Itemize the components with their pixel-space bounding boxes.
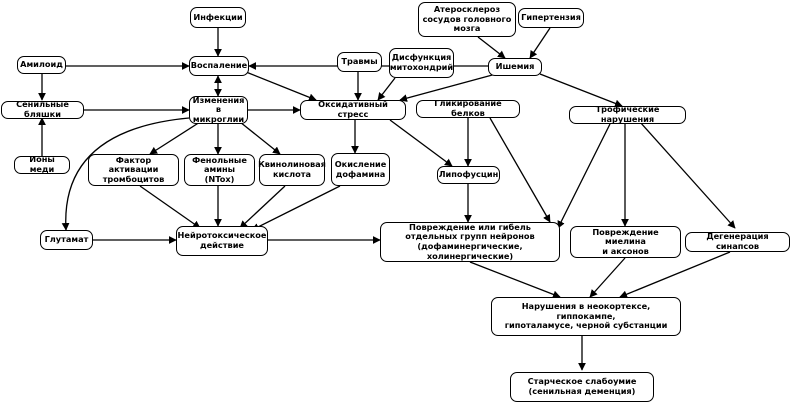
node-senile-dementia: Старческое слабоумие (сенильная деменция… [510,372,654,402]
edge-dopamine-neurotoxic [251,185,341,231]
node-phenol-amines: Фенольные амины (NTox) [184,154,255,186]
edge-microglia-paf [149,121,201,155]
node-myelin-damage: Повреждение миелина и аксонов [570,226,681,258]
node-dopamine-oxidation: Окисление дофамина [331,153,390,186]
edge-ischemia-oxstress [399,73,497,102]
node-infections: Инфекции [190,7,246,28]
edge-microglia-glutamate [61,117,190,231]
node-oxidative-stress: Оксидативный стресс [300,99,406,120]
edge-trophic-neuron [557,123,611,229]
edge-inflammation-oxstress [245,71,317,102]
edge-myelin-regions [589,257,626,298]
node-neuron-damage: Повреждение или гибель отдельных групп н… [380,222,560,262]
node-senile-plaques: Сенильные бляшки [1,99,84,119]
node-paf: Фактор активации тромбоцитов [88,154,179,186]
node-neurotoxic: Нейротоксическое действие [176,226,268,256]
node-mito-dysfunction: Дисфункция митохондрий [389,48,454,78]
edge-trophic-synapse [639,121,736,229]
node-amyloid: Амилоид [17,56,66,74]
edge-ischemia-trophic [539,73,623,108]
edge-mito-oxstress [377,77,396,101]
edge-hypertension-ischemia [529,27,551,59]
node-microglia-changes: Изменения в микроглии [189,95,248,124]
edge-synapse-regions [619,251,731,298]
node-glutamate: Глутамат [40,230,93,250]
node-hypertension: Гипертензия [518,8,584,28]
node-synapse-degeneration: Дегенерация синапсов [685,231,790,252]
node-ischemia: Ишемия [488,58,542,76]
node-trophic-disorders: Трофические нарушения [569,104,686,124]
edge-athero-ischemia [477,36,506,59]
edge-neuron-regions [469,261,561,299]
node-lipofuscin: Липофусцин [437,166,500,184]
edge-quinolinic-neurotoxic [239,185,286,229]
node-brain-regions: Нарушения в неокортексе, гиппокампе, гип… [491,297,681,336]
edge-glycation-neuron [489,117,551,223]
node-quinolinic-acid: Квинолиновая кислота [258,154,326,186]
edge-microglia-quinolinic [239,121,281,155]
node-atherosclerosis: Атеросклероз сосудов головного мозга [418,2,516,37]
node-copper-ions: Ионы меди [14,154,70,174]
node-trauma: Травмы [337,52,382,72]
node-protein-glycation: Гликирование белков [416,98,520,118]
edge-oxstress-lipofuscin [389,119,453,167]
node-inflammation: Воспаление [189,56,249,76]
edge-paf-neurotoxic [139,185,201,229]
